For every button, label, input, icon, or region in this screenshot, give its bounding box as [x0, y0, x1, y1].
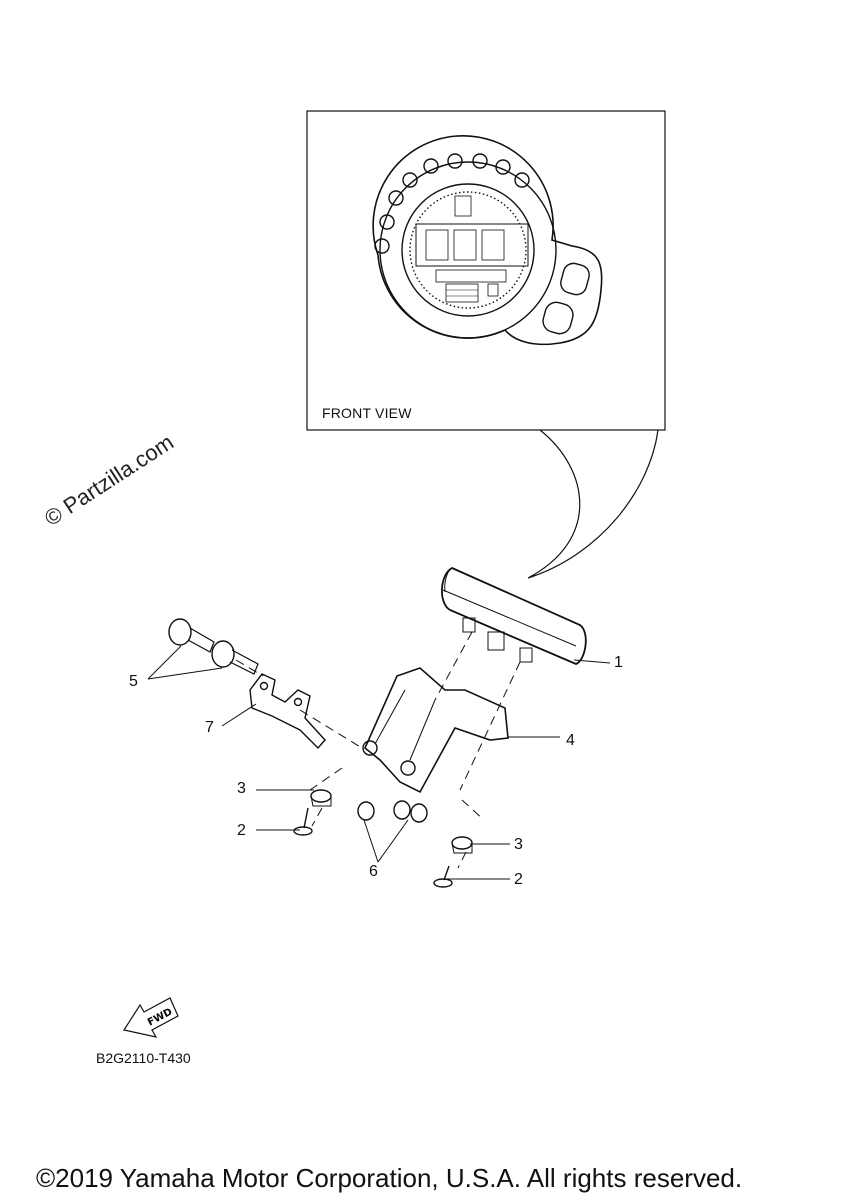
callout-3-right: 3: [514, 836, 523, 853]
drawing-code: B2G2110-T430: [96, 1050, 191, 1066]
screws: [293, 807, 453, 888]
callout-2-right: 2: [514, 871, 523, 888]
meter-bracket: [362, 667, 509, 794]
callout-2-left: 2: [237, 822, 246, 839]
callout-1: 1: [614, 654, 623, 671]
assembly-lines: [235, 631, 521, 869]
leader-lines: [147, 645, 611, 880]
callout-5: 5: [129, 673, 138, 690]
grommets: [357, 800, 428, 823]
collars: [310, 789, 473, 854]
fwd-arrow-icon: [123, 997, 179, 1038]
front-view-label: FRONT VIEW: [322, 405, 412, 421]
front-view-pointer: [527, 429, 659, 579]
meter-assembly: [441, 567, 587, 665]
front-view-box: [306, 110, 666, 431]
callout-4: 4: [566, 732, 575, 749]
mount-clip: [249, 673, 326, 750]
callout-7: 7: [205, 719, 214, 736]
copyright-notice: ©2019 Yamaha Motor Corporation, U.S.A. A…: [36, 1163, 743, 1193]
bolt-pair: [168, 618, 259, 675]
callout-3-left: 3: [237, 780, 246, 797]
callout-6: 6: [369, 863, 378, 880]
meter-front-view: [372, 134, 603, 346]
